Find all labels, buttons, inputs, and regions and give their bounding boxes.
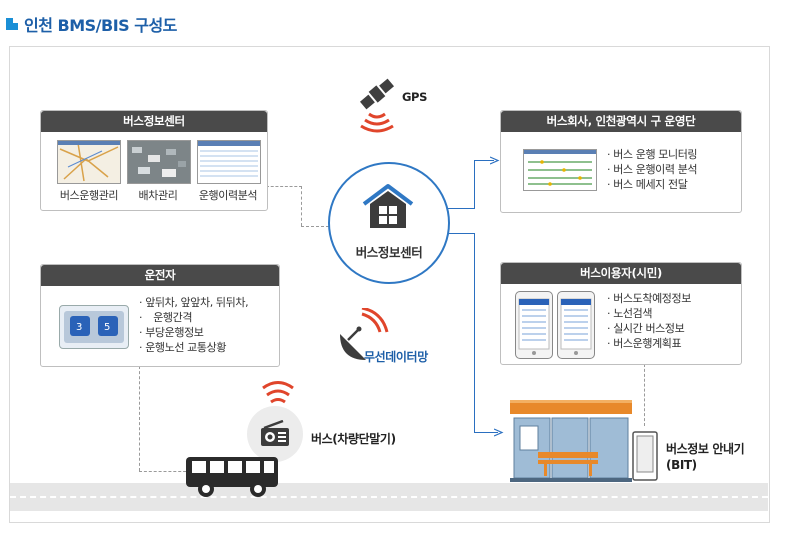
traffic-photo-thumbnail xyxy=(127,140,191,184)
svg-text:3: 3 xyxy=(76,322,82,333)
link-hub-right xyxy=(446,208,474,209)
smartphone-app-icon xyxy=(518,298,550,355)
connector-user-bit xyxy=(644,364,645,426)
onboard-terminal-icon: 3 5 xyxy=(64,311,124,343)
link-to-shelter xyxy=(474,432,498,433)
connector-driver-bus xyxy=(139,366,140,471)
arrow-to-company-icon xyxy=(490,156,500,165)
caption-history-analysis: 운행이력분석 xyxy=(198,189,258,202)
bus-shelter-icon xyxy=(510,400,632,482)
bit-label: 버스정보 안내기 xyxy=(666,442,745,456)
page-header: 인천 BMS/BIS 구성도 xyxy=(6,12,177,36)
list-item: 앞뒤차, 앞앞차, 뒤뒤차, xyxy=(139,295,275,310)
page-title: 인천 BMS/BIS 구성도 xyxy=(24,16,177,35)
gps-satellite-icon xyxy=(359,78,395,133)
monitoring-screen-icon xyxy=(524,150,596,186)
connector-center-panel-vertical xyxy=(301,186,302,226)
radio-terminal-icon xyxy=(261,420,289,446)
list-item: 운행간격 xyxy=(139,310,275,325)
driver-info-list: 앞뒤차, 앞앞차, 뒤뒤차, 운행간격 부당운행정보 운행노선 교통상황 xyxy=(139,295,275,355)
svg-text:5: 5 xyxy=(104,322,110,333)
connector-center-panel-to-hub xyxy=(301,226,329,227)
history-table-thumbnail xyxy=(197,140,261,184)
company-info-list: 버스 운행 모니터링 버스 운행이력 분석 버스 메세지 전달 xyxy=(607,147,739,192)
panel-bus-user: 버스이용자(시민) 버스도착예정정보 노선검색 실시간 버스정보 버스운행계획표 xyxy=(500,262,742,365)
list-item: 실시간 버스정보 xyxy=(607,321,739,336)
center-hub-label: 버스정보센터 xyxy=(355,245,423,260)
user-info-list: 버스도착예정정보 노선검색 실시간 버스정보 버스운행계획표 xyxy=(607,291,739,351)
panel-title: 버스정보센터 xyxy=(41,111,267,132)
gps-label: GPS xyxy=(402,90,427,104)
arrow-to-shelter-icon xyxy=(494,428,504,437)
list-item: 버스운행계획표 xyxy=(607,336,739,351)
panel-title: 버스이용자(시민) xyxy=(501,263,741,284)
map-screen-thumbnail xyxy=(57,140,121,184)
link-hub-up xyxy=(474,160,475,209)
wireless-network-label: 무선데이터망 xyxy=(364,350,428,364)
monitoring-screen-thumbnail xyxy=(523,149,597,191)
map-screen-icon xyxy=(58,141,120,183)
link-hub-down xyxy=(474,233,475,433)
bit-display-icon xyxy=(632,431,658,481)
smartphone-1 xyxy=(515,291,553,359)
list-item: 부당운행정보 xyxy=(139,325,275,340)
list-item: 버스도착예정정보 xyxy=(607,291,739,306)
signal-waves-icon xyxy=(262,381,294,404)
link-to-company xyxy=(474,160,494,161)
caption-dispatch: 배차관리 xyxy=(138,189,178,202)
bit-label-sub: (BIT) xyxy=(666,458,697,472)
list-item: 노선검색 xyxy=(607,306,739,321)
antenna-dish-icon xyxy=(340,308,389,360)
caption-bus-operation: 버스운행관리 xyxy=(59,189,119,202)
link-hub-right-lower xyxy=(446,233,474,234)
list-item-continued: 운행간격 xyxy=(153,311,193,324)
connector-center-panel xyxy=(266,186,302,187)
list-item: 버스 메세지 전달 xyxy=(607,177,739,192)
panel-driver: 운전자 3 5 앞뒤차, 앞앞차, 뒤뒤차, 운행간격 부당운행정보 운행노선 … xyxy=(40,264,280,367)
list-item: 버스 운행 모니터링 xyxy=(607,147,739,162)
bus-terminal-label: 버스(차량단말기) xyxy=(311,432,396,446)
panel-bus-company: 버스회사, 인천광역시 구 운영단 버스 운행 모니터링 버스 운행이력 분석 … xyxy=(500,110,742,213)
road-lane-marking xyxy=(10,496,768,498)
smartphone-2 xyxy=(557,291,595,359)
list-item: 버스 운행이력 분석 xyxy=(607,162,739,177)
building-icon xyxy=(362,184,414,228)
bus-icon xyxy=(186,457,278,497)
smartphone-app-icon xyxy=(560,298,592,355)
list-item: 운행노선 교통상황 xyxy=(139,340,275,355)
panel-bus-info-center: 버스정보센터 버스운행관리 배차관리 운행이력분석 xyxy=(40,110,268,211)
traffic-photo-icon xyxy=(128,141,190,183)
connector-driver-bus-horizontal xyxy=(139,471,191,472)
history-table-icon xyxy=(198,141,260,183)
onboard-terminal-thumbnail: 3 5 xyxy=(59,305,129,349)
panel-title: 운전자 xyxy=(41,265,279,286)
panel-title: 버스회사, 인천광역시 구 운영단 xyxy=(501,111,741,132)
title-square-icon xyxy=(6,18,18,30)
